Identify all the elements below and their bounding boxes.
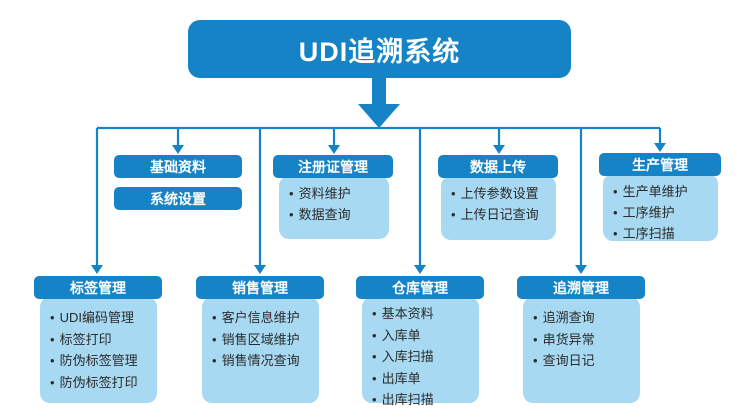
root-node-title: UDI追溯系统: [188, 20, 571, 78]
module-item: 追溯查询: [533, 307, 636, 329]
module-item: 基本资料: [372, 303, 475, 325]
module-label-management-header: 标签管理: [34, 276, 162, 299]
module-item: 上传日记查询: [451, 204, 552, 225]
module-production-panel: 生产单维护 工序维护 工序扫描: [603, 174, 718, 241]
module-item: 标签打印: [50, 329, 153, 351]
module-warehouse-management-header: 仓库管理: [356, 276, 484, 299]
root-arrow: [358, 78, 400, 128]
node-basic-data: 基础资料: [114, 155, 242, 178]
module-item: 入库扫描: [372, 346, 475, 368]
module-data-upload-header: 数据上传: [438, 155, 558, 178]
module-item: UDI编码管理: [50, 307, 153, 329]
module-item: 生产单维护: [613, 181, 714, 202]
module-item: 销售区域维护: [212, 329, 315, 351]
module-registration-cert-header: 注册证管理: [273, 155, 393, 178]
module-registration-cert-panel: 资料维护 数据查询: [279, 176, 389, 239]
node-system-settings: 系统设置: [114, 187, 242, 210]
module-item: 出库扫描: [372, 389, 475, 411]
module-production-header: 生产管理: [599, 153, 721, 176]
module-item: 出库单: [372, 368, 475, 390]
module-item: 防伪标签打印: [50, 372, 153, 394]
module-item: 客户信息维护: [212, 307, 315, 329]
arrowheads: [91, 143, 666, 274]
module-item: 串货异常: [533, 329, 636, 351]
module-item: 资料维护: [289, 183, 385, 204]
module-item: 数据查询: [289, 204, 385, 225]
module-sales-management-panel: 客户信息维护 销售区域维护 销售情况查询: [202, 297, 319, 403]
module-trace-management-panel: 追溯查询 串货异常 查询日记: [523, 297, 640, 403]
module-item: 工序维护: [613, 202, 714, 223]
module-item: 销售情况查询: [212, 350, 315, 372]
module-item: 入库单: [372, 325, 475, 347]
module-label-management-panel: UDI编码管理 标签打印 防伪标签管理 防伪标签打印: [40, 297, 157, 403]
module-data-upload-panel: 上传参数设置 上传日记查询: [441, 176, 556, 240]
branch-rails: [95, 126, 662, 266]
module-warehouse-management-panel: 基本资料 入库单 入库扫描 出库单 出库扫描: [362, 297, 479, 407]
module-item: 工序扫描: [613, 223, 714, 244]
module-item: 上传参数设置: [451, 183, 552, 204]
module-sales-management-header: 销售管理: [196, 276, 324, 299]
module-item: 查询日记: [533, 350, 636, 372]
module-item: 防伪标签管理: [50, 350, 153, 372]
module-trace-management-header: 追溯管理: [517, 276, 645, 299]
